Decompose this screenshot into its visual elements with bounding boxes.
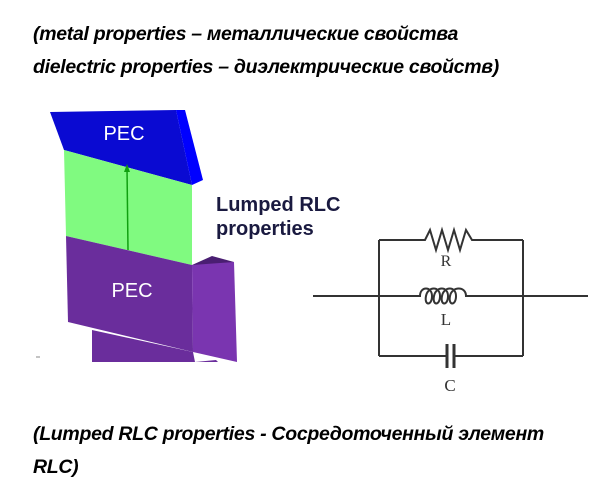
caption-lumped-rlc: (Lumped RLC properties - Сосредоточенный…: [33, 418, 544, 484]
capacitor-label: C: [444, 376, 455, 395]
bottom-pec-front: [66, 236, 193, 352]
top-pec-label: PEC: [103, 123, 144, 145]
lumped-rlc-label: Lumped RLC properties: [216, 193, 340, 241]
bottom-pec-lower: [92, 330, 218, 362]
arrow-head-icon: [124, 164, 130, 172]
label-line: Lumped RLC: [216, 194, 341, 216]
caption-line: dielectric properties – диэлектрические …: [33, 56, 499, 78]
bottom-pec-label: PEC: [111, 280, 152, 302]
lumped-port-arrow: [126, 167, 129, 251]
inductor-icon: [379, 287, 523, 305]
caption-line: (Lumped RLC properties - Сосредоточенный…: [33, 423, 544, 445]
caption-metal-dielectric: (metal properties – металлические свойст…: [33, 18, 499, 84]
label-line: properties: [216, 218, 314, 240]
resistor-icon: [379, 226, 523, 254]
caption-line: (metal properties – металлические свойст…: [33, 23, 459, 45]
inductor-label: L: [441, 310, 451, 329]
resistor-label: R: [441, 253, 452, 270]
bottom-pec-side: [192, 262, 237, 362]
top-pec-side: [176, 110, 203, 185]
top-pec-front: [50, 110, 192, 185]
caption-line: RLC): [33, 456, 79, 478]
